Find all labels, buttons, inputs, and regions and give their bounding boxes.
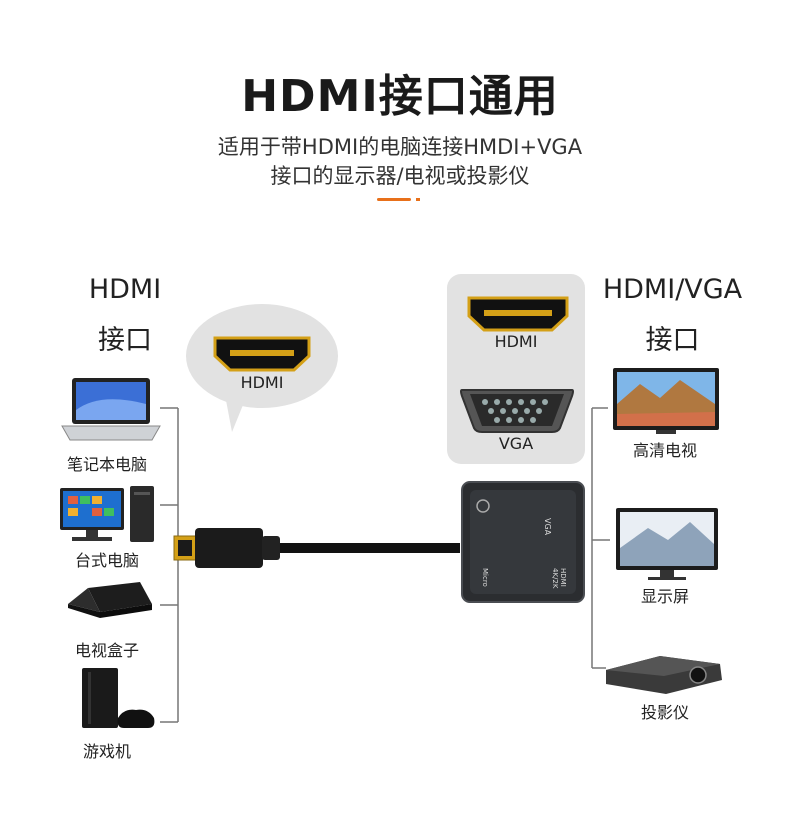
- device-label-monitor: 显示屏: [640, 587, 689, 606]
- projector-icon: [606, 656, 722, 694]
- adapter-hdmi-label: HDMI 4K/2K: [551, 568, 567, 588]
- hdmi-port-icon: [213, 336, 311, 372]
- device-label-projector: 投影仪: [640, 703, 689, 722]
- device-label-desktop: 台式电脑: [74, 551, 139, 570]
- monitor-icon: [616, 508, 718, 580]
- port-vga-label: VGA: [498, 434, 534, 453]
- left-connector-bracket: [160, 407, 179, 723]
- adapter-hdmi-text: HDMI: [559, 568, 567, 587]
- page-title: HDMI接口通用: [241, 71, 559, 122]
- bubble-hdmi-label: HDMI: [240, 373, 284, 392]
- adapter-hdmi-subtext: 4K/2K: [551, 568, 559, 589]
- desktop-pc-icon: [60, 486, 154, 542]
- left-heading-line-2: 接口: [98, 325, 152, 356]
- device-label-tv-box: 电视盒子: [74, 641, 139, 660]
- vga-port-icon: [460, 389, 574, 433]
- right-connector-bracket: [591, 407, 610, 669]
- right-heading-line-2: 接口: [645, 325, 700, 356]
- device-label-game-console: 游戏机: [82, 742, 131, 761]
- left-heading-line-1: HDMI: [88, 274, 162, 305]
- adapter-vga-label: VGA: [543, 518, 552, 536]
- port-hdmi-label: HDMI: [494, 332, 538, 351]
- hdtv-icon: [613, 368, 719, 434]
- device-label-laptop: 笔记本电脑: [66, 455, 147, 474]
- hdmi-cable: [173, 528, 460, 568]
- accent-dot: [416, 198, 420, 201]
- right-heading-line-1: HDMI/VGA: [602, 274, 743, 305]
- laptop-icon: [61, 378, 161, 441]
- subtitle-line-2: 接口的显示器/电视或投影仪: [270, 164, 530, 188]
- accent-underline: [377, 198, 411, 201]
- game-console-icon: [82, 668, 155, 728]
- hdmi-port-icon-right: [467, 296, 569, 332]
- device-label-hdtv: 高清电视: [632, 441, 697, 460]
- adapter-usb-label: Micro: [481, 568, 489, 587]
- subtitle-line-1: 适用于带HDMI的电脑连接HMDI+VGA: [217, 135, 583, 159]
- tv-box-icon: [68, 582, 152, 618]
- adapter-box: [461, 481, 585, 603]
